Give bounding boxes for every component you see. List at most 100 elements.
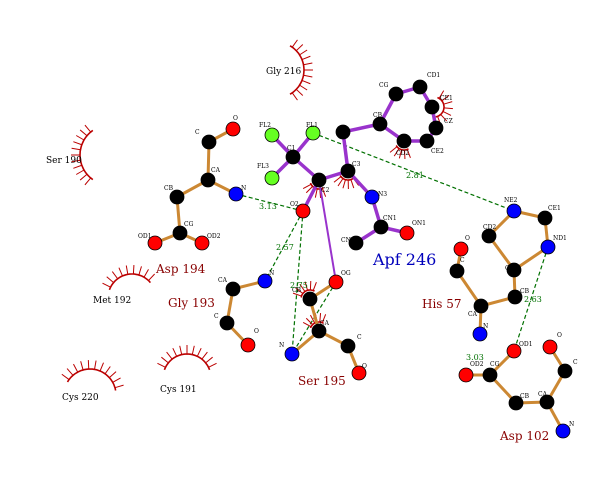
atom-label-c3: C3 xyxy=(352,161,361,168)
atom-label-c4: C4 xyxy=(337,126,346,133)
atom-n3 xyxy=(364,189,380,205)
atom-his57_n xyxy=(472,326,488,342)
atom-his57_ce1 xyxy=(537,210,553,226)
ligand-contact-arc-cd2 xyxy=(389,145,411,160)
hydrogen-bond xyxy=(513,246,549,352)
atom-label-ser195_ca: CA xyxy=(320,320,330,327)
atom-label-asp194_od1: OD1 xyxy=(138,233,152,240)
atom-fl3 xyxy=(264,170,280,186)
atom-label-his57_c: C xyxy=(460,257,465,264)
atom-label-cd1_lig: CD1 xyxy=(427,72,440,79)
atom-cn1 xyxy=(373,219,389,235)
atom-label-gly193_n: N xyxy=(269,270,274,277)
atom-cd2_lig xyxy=(396,133,412,149)
atom-gly193_ca xyxy=(225,281,241,297)
atom-label-ser195_c: C xyxy=(357,334,362,341)
atom-gly193_n xyxy=(257,273,273,289)
atom-asp102_o xyxy=(542,339,558,355)
atom-label-asp194_cg: CG xyxy=(184,221,194,228)
atom-asp194_n xyxy=(228,186,244,202)
atom-label-n3: N3 xyxy=(378,191,387,198)
atom-label-asp194_cb: CB xyxy=(164,185,174,192)
atom-label-gly193_o: O xyxy=(254,328,259,335)
atom-label-his57_ca: CA xyxy=(468,311,478,318)
hbond-distance-layer: 3.132.572.752.812.633.03 xyxy=(259,171,542,362)
atom-label-asp102_n: N xyxy=(569,421,574,428)
hbond-distance-asp102_od1_od2: 3.03 xyxy=(466,353,484,362)
atom-label-cb_lig: CB xyxy=(373,112,383,119)
atom-label-ser195_cb: CB xyxy=(292,287,302,294)
atom-asp102_od1 xyxy=(506,343,522,359)
atom-label-ser195_og: OG xyxy=(341,270,351,277)
ligand-contact-arc-ser195cb xyxy=(292,280,317,298)
atom-label-his57_o: O xyxy=(465,235,470,242)
atom-fl1 xyxy=(305,125,321,141)
atom-label-fl2: FL2 xyxy=(259,122,271,129)
atom-label-c2: C2 xyxy=(321,187,330,194)
atom-c1 xyxy=(285,149,301,165)
atom-asp102_cg xyxy=(482,367,498,383)
atom-label-asp194_o: O xyxy=(233,115,238,122)
atom-cd1_lig xyxy=(412,79,428,95)
atom-label-his57_ce1: CE1 xyxy=(548,205,561,212)
atom-label-asp102_od2: OD2 xyxy=(470,361,484,368)
atom-label-cd2_lig: CD2 xyxy=(396,150,409,157)
hydrophobic-label-gly216: Gly 216 xyxy=(266,67,301,77)
atom-cz xyxy=(428,120,444,136)
residue-label-asp194: Asp 194 xyxy=(155,262,206,276)
atom-label-asp194_n: N xyxy=(241,185,246,192)
hydrogen-bond xyxy=(235,193,304,212)
atom-his57_cd2 xyxy=(481,228,497,244)
atom-label-his57_cd2: CD2 xyxy=(483,224,496,231)
hydrophobic-label-cys220: Cys 220 xyxy=(62,393,99,403)
residue-label-asp102: Asp 102 xyxy=(499,429,549,443)
atom-his57_ca xyxy=(473,298,489,314)
atom-label-fl3: FL3 xyxy=(257,163,269,170)
atom-asp102_ca xyxy=(539,394,555,410)
hydrophobic-arc-cys220 xyxy=(61,360,124,391)
hydrophobic-label-met192: Met 192 xyxy=(93,296,131,306)
atom-label-his57_nd1: ND1 xyxy=(553,235,567,242)
atom-asp102_c xyxy=(557,363,573,379)
atom-label-asp194_c: C xyxy=(195,129,200,136)
atom-his57_ne2 xyxy=(506,203,522,219)
atom-asp194_o xyxy=(225,121,241,137)
atom-label-cn1: CN1 xyxy=(383,215,397,222)
hydrogen-bond xyxy=(264,210,304,282)
atom-ser195_n xyxy=(284,346,300,362)
atom-label-his57_n: N xyxy=(483,323,488,330)
residue-label-his57: His 57 xyxy=(422,297,462,311)
atom-ser195_c xyxy=(340,338,356,354)
atom-label-asp102_o: O xyxy=(557,332,562,339)
atom-gly193_o xyxy=(240,337,256,353)
atom-asp102_n xyxy=(555,423,571,439)
hydrophobic-arc-ser190 xyxy=(71,124,94,186)
atom-o2 xyxy=(295,203,311,219)
atom-label-asp194_ca: CA xyxy=(211,167,221,174)
atom-layer xyxy=(147,79,573,439)
covalent-link-bond xyxy=(318,179,337,283)
atom-label-c1: C1 xyxy=(287,145,295,152)
atom-cb_lig xyxy=(372,116,388,132)
atom-his57_nd1 xyxy=(540,239,556,255)
atom-on1 xyxy=(399,225,415,241)
atom-fl2 xyxy=(264,127,280,143)
atom-his57_cg xyxy=(506,262,522,278)
atom-his57_cb xyxy=(507,289,523,305)
atom-label-asp102_ca: CA xyxy=(538,391,548,398)
atom-label-o2: O2 xyxy=(290,201,299,208)
atom-ser195_ca xyxy=(311,323,327,339)
ligand-name-label: Apf 246 xyxy=(372,250,436,269)
atom-asp194_od1 xyxy=(147,235,163,251)
atom-ser195_og xyxy=(328,274,344,290)
hydrophobic-arc-gly216 xyxy=(289,39,313,101)
atom-label-on1: ON1 xyxy=(412,220,426,227)
atom-asp194_cb xyxy=(169,189,185,205)
atom-cg xyxy=(388,86,404,102)
hydrogen-bond xyxy=(291,210,304,355)
hbond-distance-o2_asp194n: 3.13 xyxy=(259,202,277,211)
atom-label-cg: CG xyxy=(379,82,389,89)
atom-label-ce2_lig: CE2 xyxy=(431,148,444,155)
atom-label-asp194_od2: OD2 xyxy=(207,233,221,240)
